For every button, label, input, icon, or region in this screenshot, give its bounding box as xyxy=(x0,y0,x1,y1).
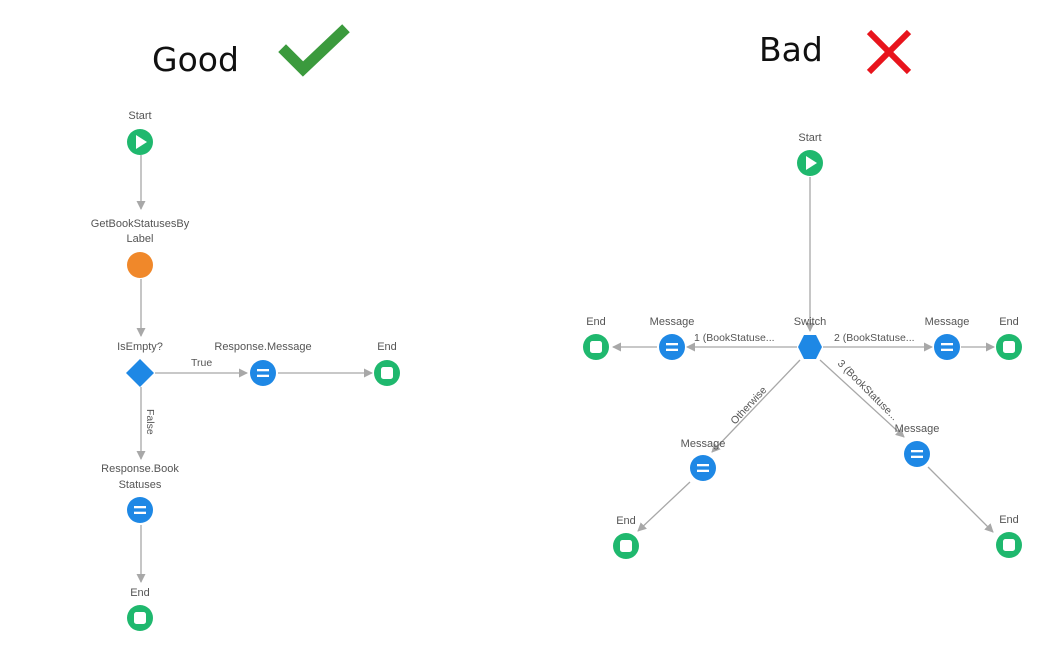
node-label: Start xyxy=(128,110,151,122)
edge-otherwise xyxy=(711,359,801,453)
node-label: Response.Book xyxy=(101,463,179,475)
assign-node[interactable] xyxy=(659,334,685,360)
aggregate-node[interactable] xyxy=(127,252,153,278)
end-node[interactable] xyxy=(374,360,400,386)
node-label: End xyxy=(999,316,1019,328)
decision-node[interactable] xyxy=(126,359,154,387)
check-icon xyxy=(278,24,350,77)
assign-node[interactable] xyxy=(934,334,960,360)
edge-message-to-end xyxy=(637,481,691,532)
node-label: Message xyxy=(925,316,970,328)
good-panel: Good True False Start GetBookStatusesBy … xyxy=(91,24,400,631)
end-node[interactable] xyxy=(583,334,609,360)
edge-label-case-3: 3 (BookStatuse... xyxy=(835,358,900,423)
switch-node[interactable] xyxy=(798,335,822,359)
edge-message-to-end xyxy=(927,466,994,533)
good-heading: Good xyxy=(152,40,239,79)
node-label: End xyxy=(377,341,397,353)
cross-icon xyxy=(866,29,912,75)
assign-node[interactable] xyxy=(127,497,153,523)
node-label: Message xyxy=(650,316,695,328)
node-label: Switch xyxy=(794,316,826,328)
node-label: Start xyxy=(798,132,821,144)
node-label: End xyxy=(616,515,636,527)
edge-label-false: False xyxy=(144,409,156,435)
edge-label-true: True xyxy=(191,357,212,369)
bad-panel: Bad 1 (BookStatuse... 2 (BookStatuse... … xyxy=(583,29,1022,559)
assign-node[interactable] xyxy=(690,455,716,481)
edge-label-case-1: 1 (BookStatuse... xyxy=(694,332,775,344)
node-label: IsEmpty? xyxy=(117,341,163,353)
end-node[interactable] xyxy=(613,533,639,559)
end-node[interactable] xyxy=(127,605,153,631)
assign-node[interactable] xyxy=(904,441,930,467)
edge-case-3 xyxy=(819,359,905,438)
start-node[interactable] xyxy=(127,129,153,155)
node-label: Message xyxy=(681,438,726,450)
bad-heading: Bad xyxy=(759,30,823,69)
node-label: Response.Message xyxy=(214,341,311,353)
node-label: Label xyxy=(127,233,154,245)
end-node[interactable] xyxy=(996,334,1022,360)
node-label: End xyxy=(130,587,150,599)
node-label: End xyxy=(999,514,1019,526)
edge-label-case-2: 2 (BookStatuse... xyxy=(834,332,915,344)
assign-node[interactable] xyxy=(250,360,276,386)
node-label: End xyxy=(586,316,606,328)
node-label: Statuses xyxy=(119,479,162,491)
edge-label-otherwise: Otherwise xyxy=(728,384,769,427)
node-label: Message xyxy=(895,423,940,435)
end-node[interactable] xyxy=(996,532,1022,558)
start-node[interactable] xyxy=(797,150,823,176)
node-label: GetBookStatusesBy xyxy=(91,218,190,230)
